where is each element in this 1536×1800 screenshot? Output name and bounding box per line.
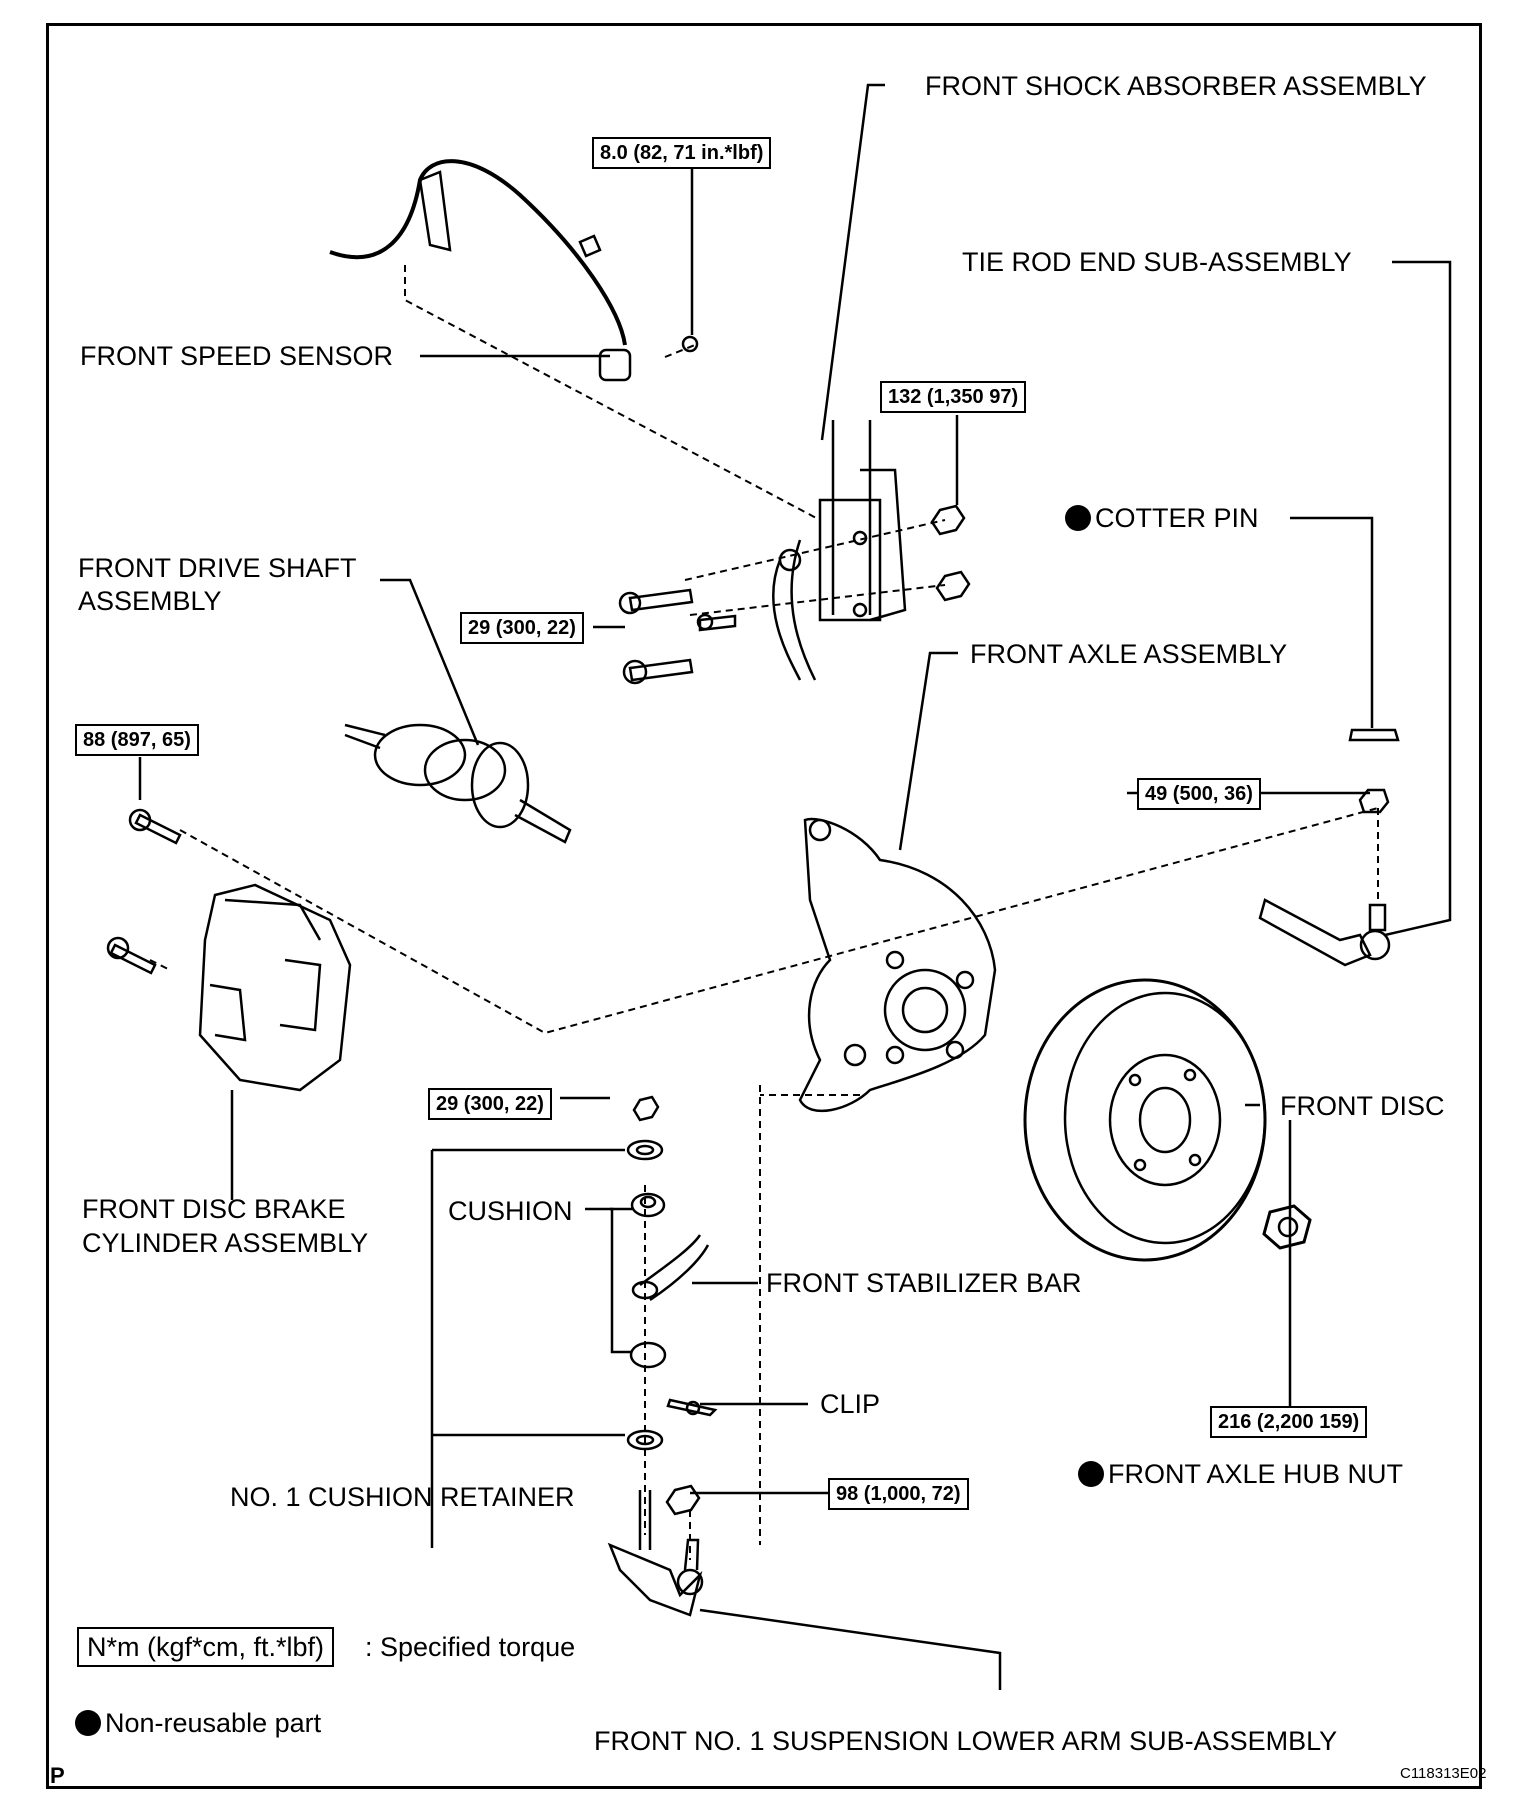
label-front-axle-hub-nut: FRONT AXLE HUB NUT bbox=[1078, 1458, 1403, 1490]
label-front-axle-assembly: FRONT AXLE ASSEMBLY bbox=[970, 639, 1288, 669]
nonreusable-dot-icon bbox=[1078, 1461, 1104, 1487]
torque-caliper-bolt: 88 (897, 65) bbox=[75, 724, 199, 756]
label-front-speed-sensor: FRONT SPEED SENSOR bbox=[80, 341, 394, 371]
diagram-frame bbox=[46, 23, 1482, 1789]
label-cotter-pin-text: COTTER PIN bbox=[1095, 503, 1259, 533]
torque-strut-nut: 132 (1,350 97) bbox=[880, 381, 1027, 413]
label-front-disc: FRONT DISC bbox=[1280, 1091, 1445, 1121]
legend-nonreusable: Non-reusable part bbox=[75, 1707, 321, 1739]
label-cushion-retainer: NO. 1 CUSHION RETAINER bbox=[230, 1482, 575, 1512]
nonreusable-dot-icon bbox=[75, 1710, 101, 1736]
torque-lower-arm-nut: 98 (1,000, 72) bbox=[828, 1478, 969, 1510]
label-front-stabilizer-bar: FRONT STABILIZER BAR bbox=[766, 1268, 1082, 1298]
page-letter: P bbox=[50, 1763, 65, 1788]
label-cushion: CUSHION bbox=[448, 1196, 573, 1226]
label-cotter-pin: COTTER PIN bbox=[1065, 502, 1259, 534]
label-front-shock-absorber: FRONT SHOCK ABSORBER ASSEMBLY bbox=[925, 71, 1427, 101]
label-tie-rod-end: TIE ROD END SUB-ASSEMBLY bbox=[962, 247, 1352, 277]
label-lower-arm: FRONT NO. 1 SUSPENSION LOWER ARM SUB-ASS… bbox=[594, 1726, 1338, 1756]
torque-tie-rod-nut: 49 (500, 36) bbox=[1137, 778, 1261, 810]
legend-torque-unit-box: N*m (kgf*cm, ft.*lbf) bbox=[77, 1627, 335, 1667]
legend-torque-desc: : Specified torque bbox=[365, 1632, 576, 1662]
label-clip: CLIP bbox=[820, 1389, 881, 1419]
legend-nonreusable-text: Non-reusable part bbox=[105, 1708, 322, 1738]
torque-stabilizer-nut: 29 (300, 22) bbox=[428, 1088, 552, 1120]
label-front-disc-brake-line2: CYLINDER ASSEMBLY bbox=[82, 1228, 369, 1258]
torque-sensor-bolt: 8.0 (82, 71 in.*lbf) bbox=[592, 137, 772, 169]
label-hub-nut-text: FRONT AXLE HUB NUT bbox=[1108, 1459, 1404, 1489]
figure-id: C118313E02 bbox=[1400, 1765, 1487, 1782]
torque-sensor-bracket-bolt: 29 (300, 22) bbox=[460, 612, 584, 644]
torque-hub-nut: 216 (2,200 159) bbox=[1210, 1406, 1368, 1438]
label-front-drive-shaft-line1: FRONT DRIVE SHAFT bbox=[78, 553, 357, 583]
label-front-disc-brake-line1: FRONT DISC BRAKE bbox=[82, 1194, 346, 1224]
label-front-drive-shaft-line2: ASSEMBLY bbox=[78, 586, 222, 616]
nonreusable-dot-icon bbox=[1065, 505, 1091, 531]
